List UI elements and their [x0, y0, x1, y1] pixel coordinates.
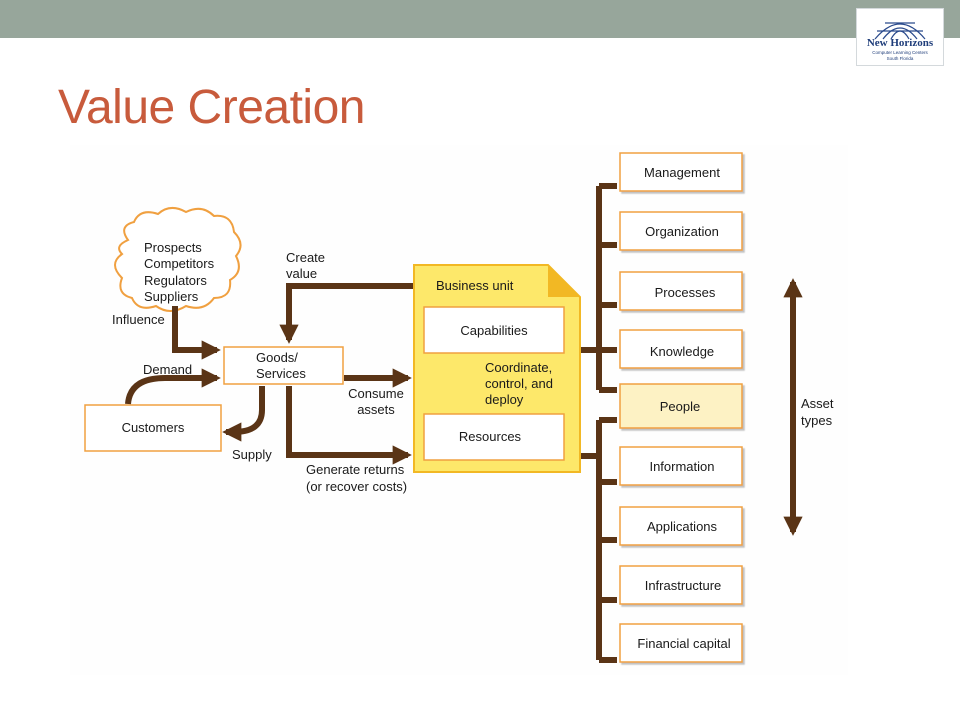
asset-label-infrastructure: Infrastructure	[645, 578, 722, 593]
supply-arrow	[222, 386, 265, 442]
coordinate-label-line1: Coordinate,	[485, 360, 552, 375]
logo-region: South Florida	[887, 56, 914, 61]
goods-label-line2: Services	[256, 366, 306, 381]
supply-label: Supply	[232, 447, 272, 462]
demand-label: Demand	[143, 362, 192, 377]
asset-label-information: Information	[649, 459, 714, 474]
goods-label-line1: Goods/	[256, 350, 298, 365]
asset-box-infrastructure	[619, 565, 743, 605]
asset-label-applications: Applications	[647, 519, 718, 534]
asset-box-organization	[619, 211, 743, 251]
asset-label-financial-capital: Financial capital	[637, 636, 730, 651]
generate-label-line1: Generate returns	[306, 462, 405, 477]
slide-title: Value Creation	[58, 81, 365, 134]
asset-box-financial-capital	[619, 623, 743, 663]
consume-label-line2: assets	[357, 402, 395, 417]
business-unit-label: Business unit	[436, 278, 514, 293]
asset-types-label-line1: Asset	[801, 396, 834, 411]
generate-returns-arrow	[286, 386, 412, 465]
asset-label-knowledge: Knowledge	[650, 344, 714, 359]
cloud-item-regulators: Regulators	[144, 273, 207, 288]
cloud-item-suppliers: Suppliers	[144, 289, 199, 304]
asset-box-management	[619, 152, 743, 192]
resources-box	[423, 413, 565, 461]
customers-box	[84, 404, 222, 452]
capabilities-label: Capabilities	[460, 323, 528, 338]
cloud-item-prospects: Prospects	[144, 240, 202, 255]
influence-label: Influence	[112, 312, 165, 327]
create-value-arrow	[279, 283, 430, 344]
logo-brand: New Horizons	[867, 37, 934, 49]
goods-services-box	[223, 346, 344, 385]
asset-types-label-line2: types	[801, 413, 833, 428]
demand-arrow	[125, 368, 221, 405]
asset-box-people	[619, 383, 743, 429]
asset-box-applications	[619, 506, 743, 546]
generate-label-line2: (or recover costs)	[306, 479, 407, 494]
asset-label-processes: Processes	[655, 285, 716, 300]
consume-label-line1: Consume	[348, 386, 404, 401]
coordinate-label-line2: control, and	[485, 376, 553, 391]
influence-arrow	[172, 306, 221, 360]
asset-box-information	[619, 446, 743, 486]
logo-tagline: Computer Learning Centers	[872, 50, 928, 55]
stakeholder-cloud	[114, 207, 242, 312]
asset-label-management: Management	[644, 165, 720, 180]
asset-label-people: People	[660, 399, 700, 414]
top-bar	[0, 0, 960, 38]
coordinate-label-line3: deploy	[485, 392, 524, 407]
asset-box-knowledge	[619, 329, 743, 369]
resources-label: Resources	[459, 429, 522, 444]
create-value-label-line2: value	[286, 266, 317, 281]
asset-label-organization: Organization	[645, 224, 719, 239]
cloud-item-competitors: Competitors	[144, 256, 215, 271]
company-logo: New Horizons Computer Learning Centers S…	[856, 8, 944, 66]
customers-label: Customers	[122, 420, 185, 435]
capabilities-box	[423, 306, 565, 354]
create-value-label-line1: Create	[286, 250, 325, 265]
asset-box-processes	[619, 271, 743, 311]
